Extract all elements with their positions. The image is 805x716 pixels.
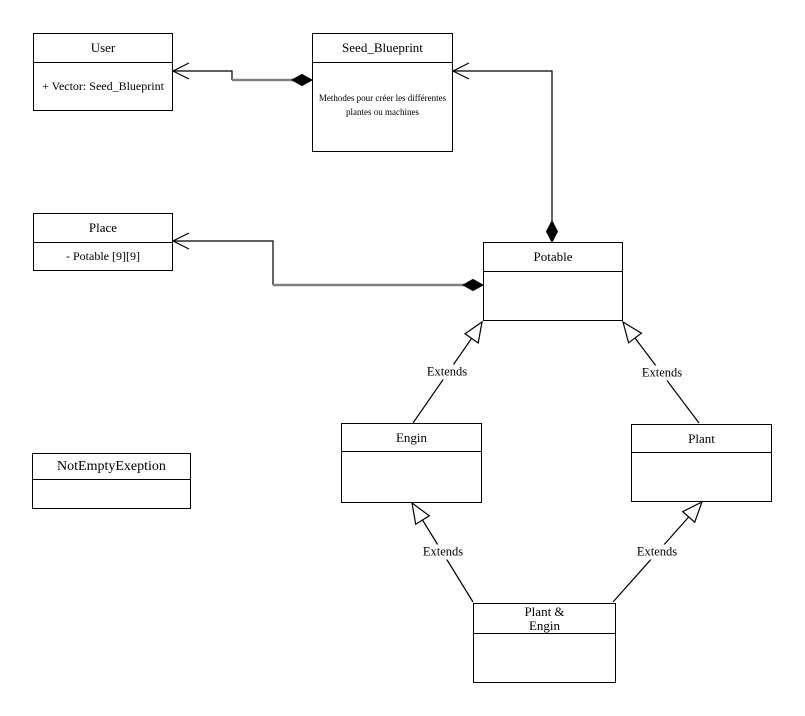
extends-label-engin-potable: Extends xyxy=(424,364,470,380)
class-title: NotEmptyExeption xyxy=(33,454,190,480)
class-title: Plant xyxy=(632,425,771,453)
filled-diamond-icon xyxy=(545,219,559,244)
hollow-triangle-icon xyxy=(681,500,704,524)
generalization-plantengin-plant[interactable] xyxy=(612,500,704,603)
generalization-plant-potable[interactable] xyxy=(622,320,700,424)
extends-label-plantengin-plant: Extends xyxy=(634,544,680,560)
link-wire xyxy=(634,337,700,424)
hollow-triangle-icon xyxy=(463,320,483,345)
generalization-plantengin-engin[interactable] xyxy=(411,501,474,603)
class-title: User xyxy=(34,34,172,63)
class-box-user[interactable]: User + Vector: Seed_Blueprint xyxy=(33,33,173,111)
class-box-plant-and-engin[interactable]: Plant & Engin xyxy=(473,603,616,683)
link-wire xyxy=(421,519,474,603)
class-box-place[interactable]: Place - Potable [9][9] xyxy=(33,213,173,271)
aggregation-link-potable-place[interactable] xyxy=(171,232,485,292)
class-box-plant[interactable]: Plant xyxy=(631,424,772,502)
class-title: Plant & Engin xyxy=(474,604,615,634)
class-empty-compartment xyxy=(342,452,481,502)
filled-diamond-icon xyxy=(290,73,314,87)
class-box-potable[interactable]: Potable xyxy=(483,242,623,321)
class-box-seed-blueprint[interactable]: Seed_Blueprint Methodes pour créer les d… xyxy=(312,33,453,152)
class-title: Engin xyxy=(342,424,481,452)
class-title-line: Engin xyxy=(528,617,561,633)
aggregation-link-seedblueprint-user[interactable] xyxy=(171,62,314,87)
class-empty-compartment xyxy=(474,634,615,682)
link-wire xyxy=(173,240,274,285)
link-wire xyxy=(453,70,553,222)
class-box-not-empty-exeption[interactable]: NotEmptyExeption xyxy=(32,453,191,509)
hollow-triangle-icon xyxy=(622,320,643,344)
class-note: Methodes pour créer les différentes plan… xyxy=(313,63,452,151)
class-empty-compartment xyxy=(484,272,622,320)
link-wire xyxy=(612,516,690,603)
class-title: Potable xyxy=(484,243,622,272)
extends-label-plant-potable: Extends xyxy=(639,365,685,381)
class-note-line: plantes ou machines xyxy=(346,107,419,117)
class-box-engin[interactable]: Engin xyxy=(341,423,482,503)
class-empty-compartment xyxy=(632,453,771,501)
link-wire xyxy=(412,338,473,424)
class-title: Place xyxy=(34,214,172,243)
filled-diamond-icon xyxy=(461,278,485,292)
class-attribute: + Vector: Seed_Blueprint xyxy=(42,79,164,93)
class-attribute: - Potable [9][9] xyxy=(66,249,140,263)
generalization-engin-potable[interactable] xyxy=(412,320,483,424)
extends-label-plantengin-engin: Extends xyxy=(420,544,466,560)
class-title-line: Plant & xyxy=(524,603,565,619)
class-note-line: Methodes pour créer les différentes xyxy=(318,93,447,103)
aggregation-link-potable-seedblueprint[interactable] xyxy=(451,62,559,244)
class-title: Seed_Blueprint xyxy=(313,34,452,63)
link-wire xyxy=(173,70,233,80)
hollow-triangle-icon xyxy=(411,501,431,526)
class-empty-compartment xyxy=(33,480,190,508)
